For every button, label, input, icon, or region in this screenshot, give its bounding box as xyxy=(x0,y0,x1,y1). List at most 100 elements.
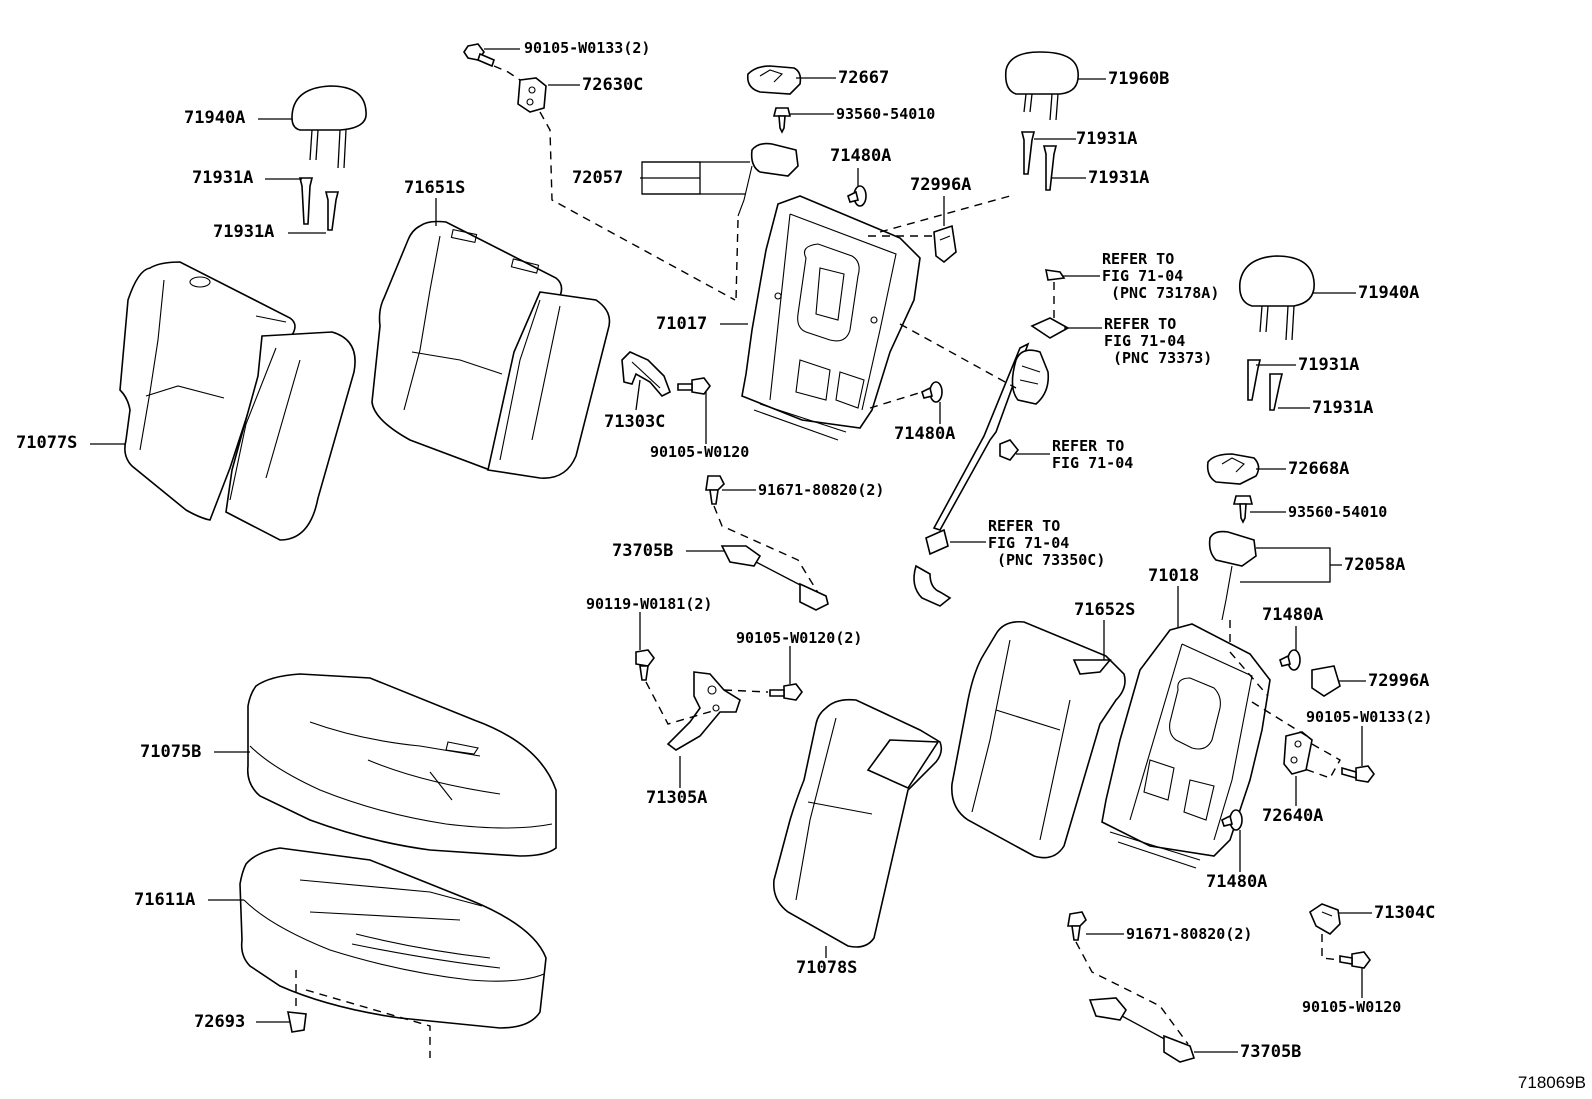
label-90105-w0120-2[interactable]: 90105-W0120(2) xyxy=(736,629,863,647)
seatback-frame-71017 xyxy=(741,195,921,441)
label-73705b-top[interactable]: 73705B xyxy=(612,541,674,561)
reference-2-line-1: REFER TO xyxy=(1104,315,1177,333)
cover-72996a-right xyxy=(1311,665,1341,697)
label-72630c[interactable]: 72630C xyxy=(582,75,644,95)
label-72058a[interactable]: 72058A xyxy=(1344,555,1406,575)
label-71940a-right[interactable]: 71940A xyxy=(1358,283,1420,303)
reference-note-1[interactable]: REFER TO FIG 71-04 (PNC 73178A) xyxy=(1102,251,1219,302)
reference-4-line-2: FIG 71-04 xyxy=(988,534,1070,552)
striker-73705b-top xyxy=(720,545,829,611)
cover-72996a-top xyxy=(933,224,957,264)
label-71480a-mid[interactable]: 71480A xyxy=(894,424,956,444)
label-71305a[interactable]: 71305A xyxy=(646,788,708,808)
label-90105-w0133-top[interactable]: 90105-W0133(2) xyxy=(524,39,651,57)
lock-72058a xyxy=(1208,530,1257,621)
reference-2-line-3: (PNC 73373) xyxy=(1113,349,1213,367)
label-71304c[interactable]: 71304C xyxy=(1374,903,1436,923)
label-91671-80820-top[interactable]: 91671-80820(2) xyxy=(758,481,885,499)
reference-note-3[interactable]: REFER TO FIG 71-04 xyxy=(1052,438,1133,472)
reference-note-2[interactable]: REFER TO FIG 71-04 (PNC 73373) xyxy=(1104,316,1212,367)
label-93560-54010-bottom[interactable]: 93560-54010 xyxy=(1288,503,1388,521)
seatback-cover-71077s xyxy=(119,261,356,541)
label-72693[interactable]: 72693 xyxy=(194,1012,246,1032)
cap-72668a xyxy=(1206,453,1260,485)
label-71018[interactable]: 71018 xyxy=(1148,566,1200,586)
reference-1-line-3: (PNC 73178A) xyxy=(1111,284,1220,302)
label-91671-80820-bottom[interactable]: 91671-80820(2) xyxy=(1126,925,1253,943)
seat-cushion-cover-71611a xyxy=(239,847,547,1029)
label-71480a-top[interactable]: 71480A xyxy=(830,146,892,166)
figure-id: 718069B xyxy=(1517,1073,1586,1092)
clip-71480a-mid xyxy=(921,381,943,403)
label-72640a[interactable]: 72640A xyxy=(1262,806,1324,826)
screw-93560-54010-bottom xyxy=(1232,495,1254,524)
label-72668a[interactable]: 72668A xyxy=(1288,459,1350,479)
label-71931a-right-2[interactable]: 71931A xyxy=(1312,398,1374,418)
seatback-frame-71018 xyxy=(1101,623,1271,869)
label-90119-w0181[interactable]: 90119-W0181(2) xyxy=(586,595,713,613)
reference-4-line-3: (PNC 73350C) xyxy=(997,551,1106,569)
label-71017[interactable]: 71017 xyxy=(656,314,708,334)
hinge-71305a xyxy=(666,671,741,751)
leader-lines xyxy=(90,48,1372,1053)
label-71940a-left[interactable]: 71940A xyxy=(184,108,246,128)
label-90105-w0120-bottom[interactable]: 90105-W0120 xyxy=(1302,998,1402,1016)
clip-71480a-bottom xyxy=(1221,809,1243,831)
clip-72693 xyxy=(287,1011,307,1033)
seat-belt-assembly xyxy=(913,269,1070,607)
seatback-cover-71078s xyxy=(772,698,943,948)
label-71077s[interactable]: 71077S xyxy=(16,433,78,453)
label-71931a-center-1[interactable]: 71931A xyxy=(1076,129,1138,149)
label-71960b[interactable]: 71960B xyxy=(1108,69,1170,89)
headrest-71940a-left xyxy=(291,85,367,169)
label-72996a-top[interactable]: 72996A xyxy=(910,175,972,195)
label-71931a-left-2[interactable]: 71931A xyxy=(213,222,275,242)
label-90105-w0133-right[interactable]: 90105-W0133(2) xyxy=(1306,708,1433,726)
reference-4-line-1: REFER TO xyxy=(988,517,1061,535)
clip-71480a-top xyxy=(847,185,867,207)
headrest-guide-71931a-center xyxy=(1020,131,1058,191)
bolt-90105-w0133-top xyxy=(463,43,495,68)
label-71652s[interactable]: 71652S xyxy=(1074,600,1136,620)
reference-3-line-2: FIG 71-04 xyxy=(1052,454,1134,472)
label-71611a[interactable]: 71611A xyxy=(134,890,196,910)
headrest-71960b xyxy=(1004,51,1079,121)
bolt-90105-w0120-mid xyxy=(677,377,711,395)
hinge-71303c xyxy=(621,351,672,397)
label-71303c[interactable]: 71303C xyxy=(604,412,666,432)
label-71075b[interactable]: 71075B xyxy=(140,742,202,762)
bracket-72640a xyxy=(1283,731,1313,775)
bolt-91671-80820-bottom xyxy=(1067,911,1087,941)
label-71480a-bottom[interactable]: 71480A xyxy=(1206,872,1268,892)
label-73705b-bottom[interactable]: 73705B xyxy=(1240,1042,1302,1062)
screw-93560-54010-top xyxy=(772,107,792,134)
headrest-guide-71931a-left xyxy=(298,177,340,231)
headrest-71940a-right xyxy=(1238,255,1315,341)
label-71651s[interactable]: 71651S xyxy=(404,178,466,198)
label-72667[interactable]: 72667 xyxy=(838,68,890,88)
seatback-cover-71651s xyxy=(371,220,611,479)
bracket-72630c xyxy=(517,77,547,113)
cap-72667 xyxy=(746,65,802,95)
label-90105-w0120-mid[interactable]: 90105-W0120 xyxy=(650,443,750,461)
reference-note-4[interactable]: REFER TO FIG 71-04 (PNC 73350C) xyxy=(988,518,1105,569)
label-72996a-right[interactable]: 72996A xyxy=(1368,671,1430,691)
label-71078s[interactable]: 71078S xyxy=(796,958,858,978)
lock-72057 xyxy=(737,142,799,217)
label-72057[interactable]: 72057 xyxy=(572,168,624,188)
label-71931a-left-1[interactable]: 71931A xyxy=(192,168,254,188)
seat-cushion-71075b xyxy=(246,673,557,857)
label-93560-54010-top[interactable]: 93560-54010 xyxy=(836,105,936,123)
bolt-90105-w0133-right xyxy=(1341,765,1375,783)
clip-71480a-right xyxy=(1279,649,1301,671)
label-71480a-right[interactable]: 71480A xyxy=(1262,605,1324,625)
bolt-90105-w0120-2 xyxy=(769,683,803,701)
label-71931a-right-1[interactable]: 71931A xyxy=(1298,355,1360,375)
label-71931a-center-2[interactable]: 71931A xyxy=(1088,168,1150,188)
reference-3-line-1: REFER TO xyxy=(1052,437,1125,455)
headrest-guide-71931a-right xyxy=(1247,359,1284,411)
seatback-cover-71652s xyxy=(951,620,1126,859)
reference-1-line-2: FIG 71-04 xyxy=(1102,267,1184,285)
